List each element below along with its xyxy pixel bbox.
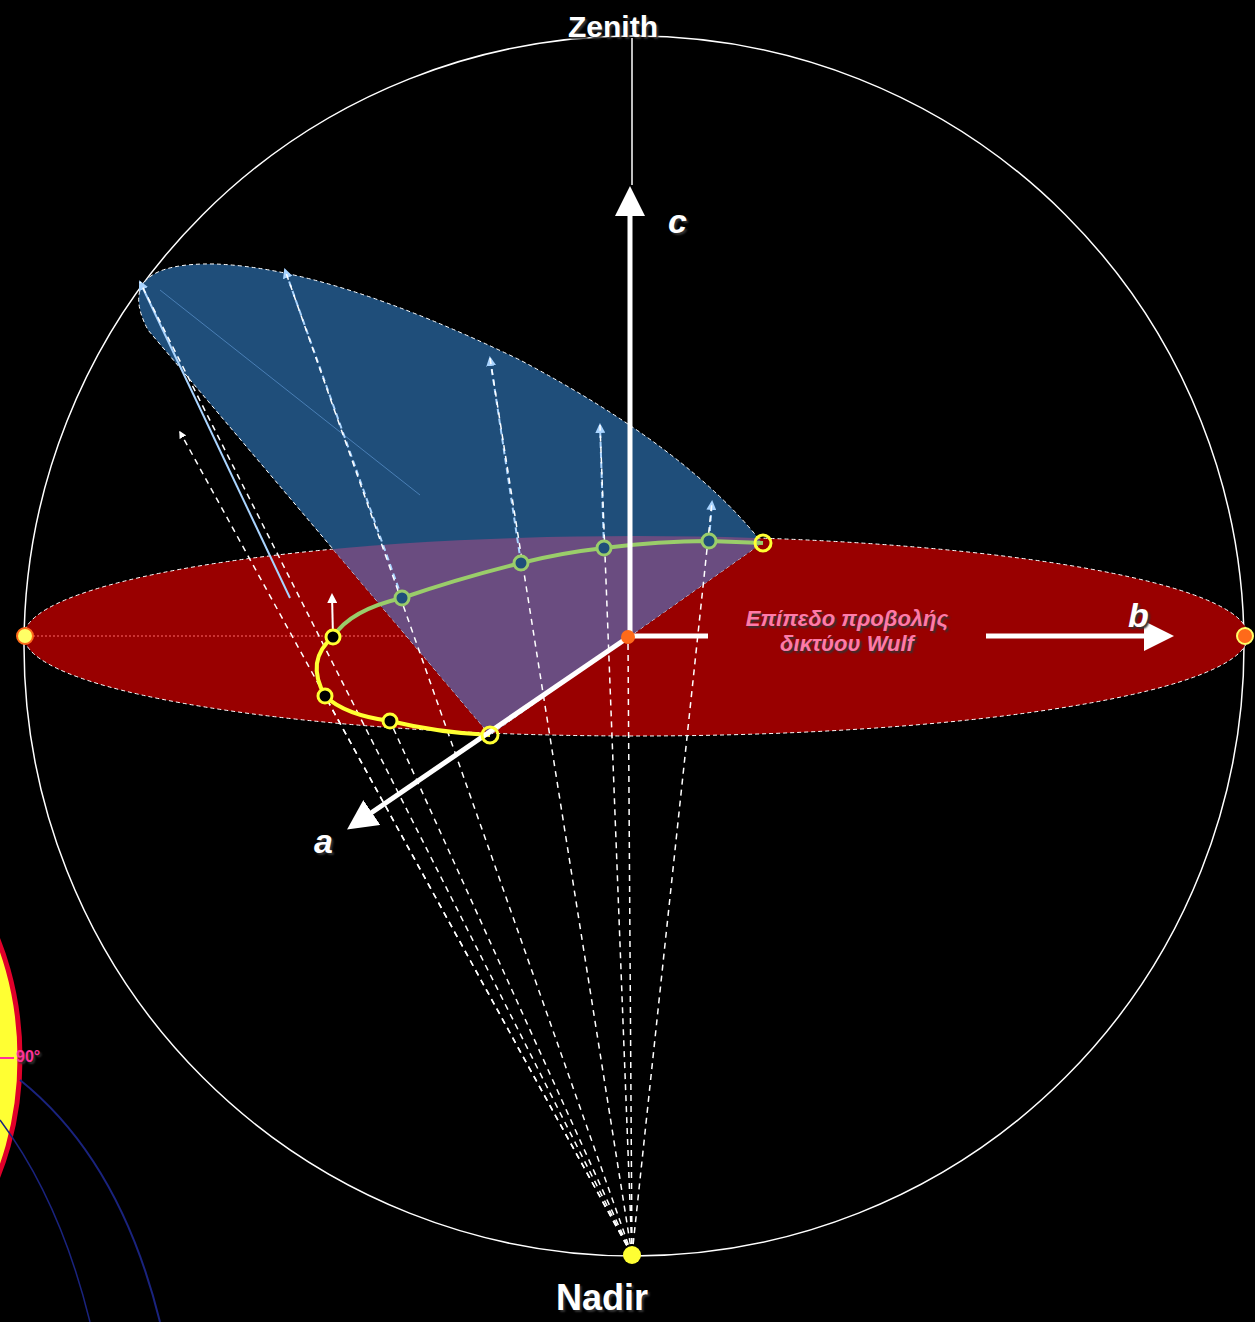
- great-circle-trace: [333, 541, 763, 637]
- pole-vectors: [140, 270, 712, 637]
- zenith-label: Zenith: [568, 10, 658, 45]
- axis-label: a: [314, 822, 333, 861]
- side-disc: [0, 818, 160, 1322]
- crystal-axes: [352, 38, 1168, 826]
- plane-label: Επίπεδο προβολής δικτύου Wulf: [708, 604, 986, 659]
- inclined-plane: [139, 264, 762, 735]
- projection-rays: [140, 270, 712, 1255]
- plane-overlap: [139, 264, 762, 735]
- small-circle-trace: [317, 637, 490, 735]
- projected-points: [17, 534, 1253, 1264]
- nadir-label: Nadir: [556, 1277, 648, 1318]
- angle-label: 90°: [16, 1048, 40, 1066]
- axis-label: b: [1128, 596, 1149, 635]
- axis-label: c: [668, 202, 687, 241]
